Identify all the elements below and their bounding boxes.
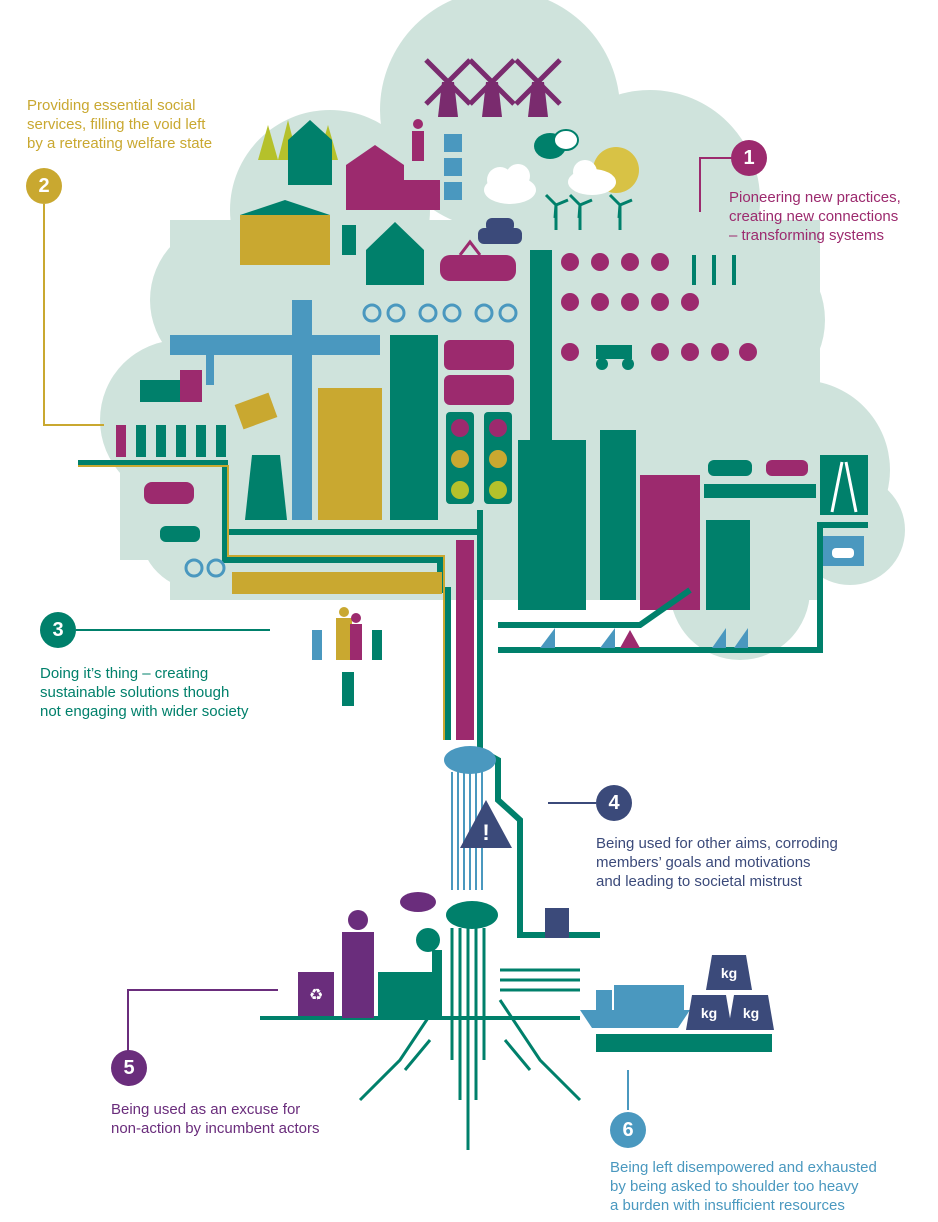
leader-line-5: [127, 989, 278, 1052]
factory-small: [140, 370, 202, 402]
sunflower-field: [561, 253, 757, 370]
callout-1-line-3: – transforming systems: [729, 227, 885, 244]
buildings: [318, 335, 750, 610]
callout-1-line-1: Pioneering new practices,: [729, 189, 901, 206]
callout-2-line-1: Providing essential social: [27, 97, 196, 114]
callout-number-2: 2: [26, 168, 62, 204]
bicycle-left-icon: [184, 558, 226, 578]
callout-2-line-2: services, filling the void left: [27, 116, 206, 133]
weight-label-top: kg: [721, 965, 737, 981]
callout-5-line-2: non-action by incumbent actors: [111, 1120, 320, 1137]
people-group: [312, 607, 382, 706]
cargo-ship: [580, 985, 690, 1028]
car-icon-top: [478, 218, 522, 244]
windmills: [424, 58, 562, 117]
callout-6-line-1: Being left disempowered and exhausted: [610, 1159, 877, 1176]
solar-panel: [234, 392, 278, 430]
factory-icon: [378, 950, 442, 1016]
callout-2-line-3: by a retreating welfare state: [27, 135, 213, 152]
pylon: [456, 540, 474, 740]
person-figure-top: [412, 119, 424, 161]
callout-4-line-1: Being used for other aims, corroding: [596, 835, 838, 852]
bicycles: [362, 303, 518, 323]
callout-4-line-3: and leading to societal mistrust: [596, 873, 802, 890]
callout-3-line-3: not engaging with wider society: [40, 703, 249, 720]
smoke-cloud-icon: [400, 892, 440, 952]
weights: kg kg kg: [686, 955, 774, 1030]
cars-right: [704, 460, 816, 498]
callout-number-5: 5: [111, 1050, 147, 1086]
recycle-bin-icon: ♻: [298, 972, 334, 1016]
train: [232, 572, 442, 594]
workers-row: [116, 425, 226, 457]
houses: [240, 120, 440, 285]
callout-5: Being used as an excuse for non-action b…: [111, 1100, 319, 1138]
warning-glyph: !: [482, 820, 489, 845]
callout-number-4: 4: [596, 785, 632, 821]
chat-bubble-icons: [534, 129, 579, 159]
callout-4-line-2: members’ goals and motivations: [596, 854, 811, 871]
leader-line-2: [43, 204, 104, 426]
leader-line-1: [699, 157, 736, 212]
callout-number-3: 3: [40, 612, 76, 648]
car-sign-icon: [822, 536, 864, 566]
highway-sign-icon: [820, 455, 868, 515]
tram-icon-left: [144, 482, 194, 504]
callout-number-1: 1: [731, 140, 767, 176]
water-drop-icons: [444, 134, 462, 200]
cooling-tower: [245, 455, 287, 520]
callout-3-line-2: sustainable solutions though: [40, 684, 230, 701]
oil-barrel-icon: [545, 908, 569, 938]
person-throwing-trash: [342, 910, 374, 1018]
roots: [260, 901, 582, 1150]
callout-5-line-1: Being used as an excuse for: [111, 1101, 301, 1118]
callout-1-line-2: creating new connections: [729, 208, 899, 225]
callout-1: Pioneering new practices, creating new c…: [729, 188, 901, 245]
callout-6-line-2: by being asked to shoulder too heavy: [610, 1178, 859, 1195]
cloud-icons: [484, 160, 616, 204]
tram-icon: [440, 239, 516, 281]
callout-6-line-3: a burden with insufficient resources: [610, 1197, 845, 1214]
callout-3: Doing it’s thing – creating sustainable …: [40, 664, 248, 721]
traffic-lights: [446, 412, 512, 504]
callout-number-6: 6: [610, 1112, 646, 1148]
callout-3-line-1: Doing it’s thing – creating: [40, 665, 209, 682]
pipe-network-yellow: [78, 465, 445, 740]
svg-text:♻: ♻: [309, 985, 323, 1004]
pylon-green: [530, 250, 552, 440]
workers-row-bottom: [596, 1034, 772, 1052]
callout-2: Providing essential social services, fil…: [27, 96, 212, 153]
callout-6: Being left disempowered and exhausted by…: [610, 1158, 877, 1215]
crane: [170, 300, 380, 520]
callout-4: Being used for other aims, corroding mem…: [596, 834, 838, 891]
electric-car-icon: [160, 526, 200, 542]
boats: [540, 628, 748, 648]
weight-label-right: kg: [743, 1005, 759, 1021]
weight-label-left: kg: [701, 1005, 717, 1021]
wind-turbines: [544, 193, 633, 230]
warning-icon: !: [460, 800, 512, 848]
leader-lines: [43, 157, 736, 1110]
